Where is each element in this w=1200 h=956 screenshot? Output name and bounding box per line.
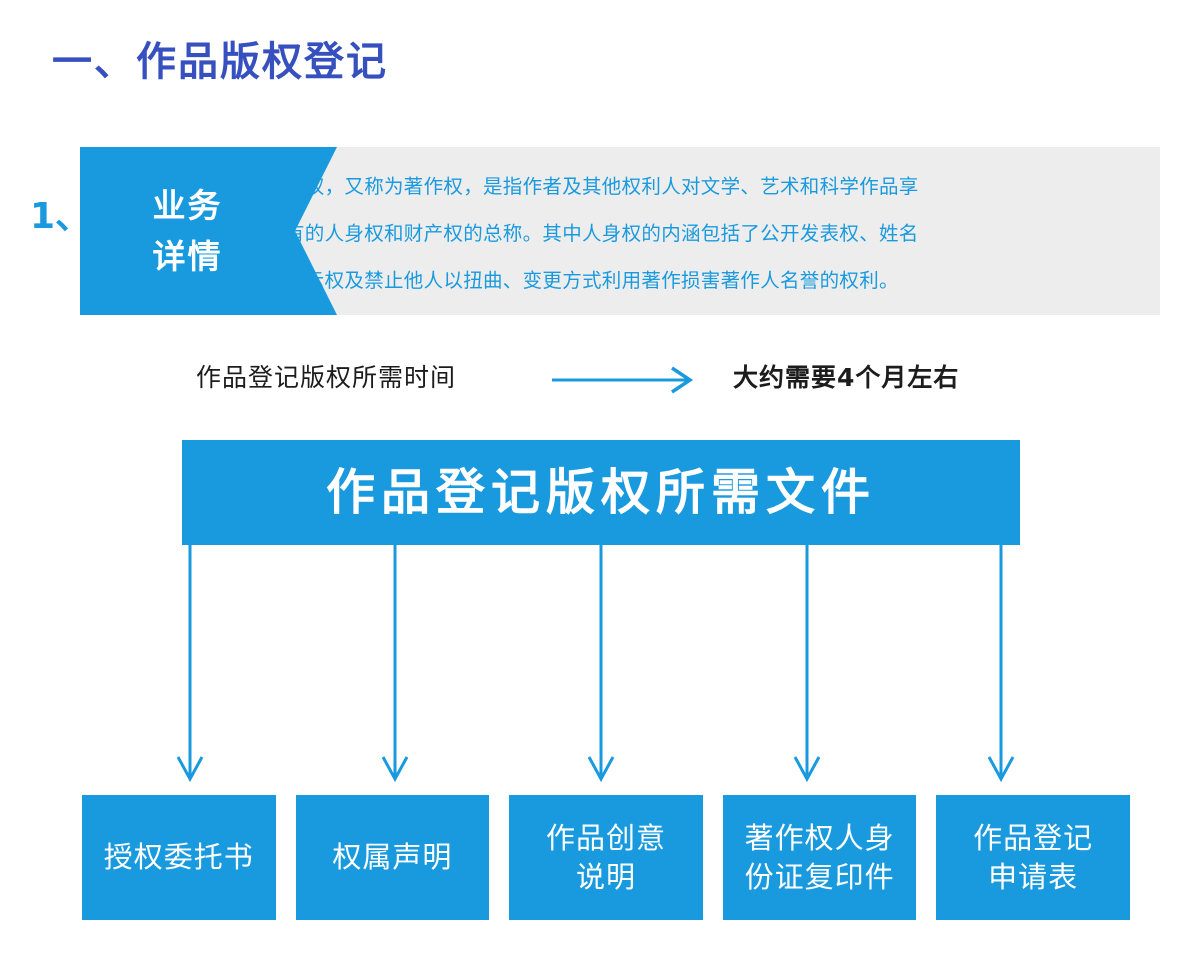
processing-time-row: 作品登记版权所需时间 大约需要4个月左右 [0,358,1200,402]
required-documents-banner: 作品登记版权所需文件 [182,440,1020,545]
detail-tag-shape [80,147,295,315]
connector-arrow-1 [176,545,204,783]
document-box-creative-description[interactable]: 作品创意说明 [509,795,703,920]
detail-tag-label: 业务 详情 [80,147,295,315]
connector-arrow-4 [793,545,821,783]
connector-arrow-5 [987,545,1015,783]
detail-paragraph-line-2: 有的人身权和财产权的总称。其中人身权的内涵包括了公开发表权、姓名 [285,222,919,245]
document-box-application-form[interactable]: 作品登记申请表 [936,795,1130,920]
required-documents-banner-title: 作品登记版权所需文件 [325,464,876,521]
detail-tag-line-1: 业务 [152,185,223,225]
connector-arrow-3 [587,545,615,783]
document-box-id-copy[interactable]: 著作权人身份证复印件 [722,795,917,920]
detail-tag-line-2: 详情 [152,237,223,276]
processing-time-answer-label: 大约需要4个月左右 [733,363,960,392]
right-arrow-icon [552,366,694,394]
detail-tag-arrow-point-icon [295,147,337,315]
processing-time-question-label: 作品登记版权所需时间 [196,363,457,392]
required-documents-list: 授权委托书 权属声明 作品创意说明 著作权人身份证复印件 作品登记申请表 [82,795,1130,920]
document-box-authorization-letter[interactable]: 授权委托书 [82,795,276,920]
detail-paragraph: 版权，又称为著作权，是指作者及其他权利人对文学、艺术和科学作品享 有的人身权和财… [285,163,1155,304]
document-box-ownership-statement[interactable]: 权属声明 [295,795,490,920]
connector-arrow-2 [381,545,409,783]
page-title: 一、作品版权登记 [52,39,388,85]
business-detail-block: 1、 业务 详情 版权，又称为著作权，是指作者及其他权利人对文学、艺术和科学作品… [0,147,1200,317]
detail-paragraph-line-1: 版权，又称为著作权，是指作者及其他权利人对文学、艺术和科学作品享 [285,175,919,198]
detail-paragraph-line-3: 表示权及禁止他人以扭曲、变更方式利用著作损害著作人名誉的权利。 [285,269,899,292]
